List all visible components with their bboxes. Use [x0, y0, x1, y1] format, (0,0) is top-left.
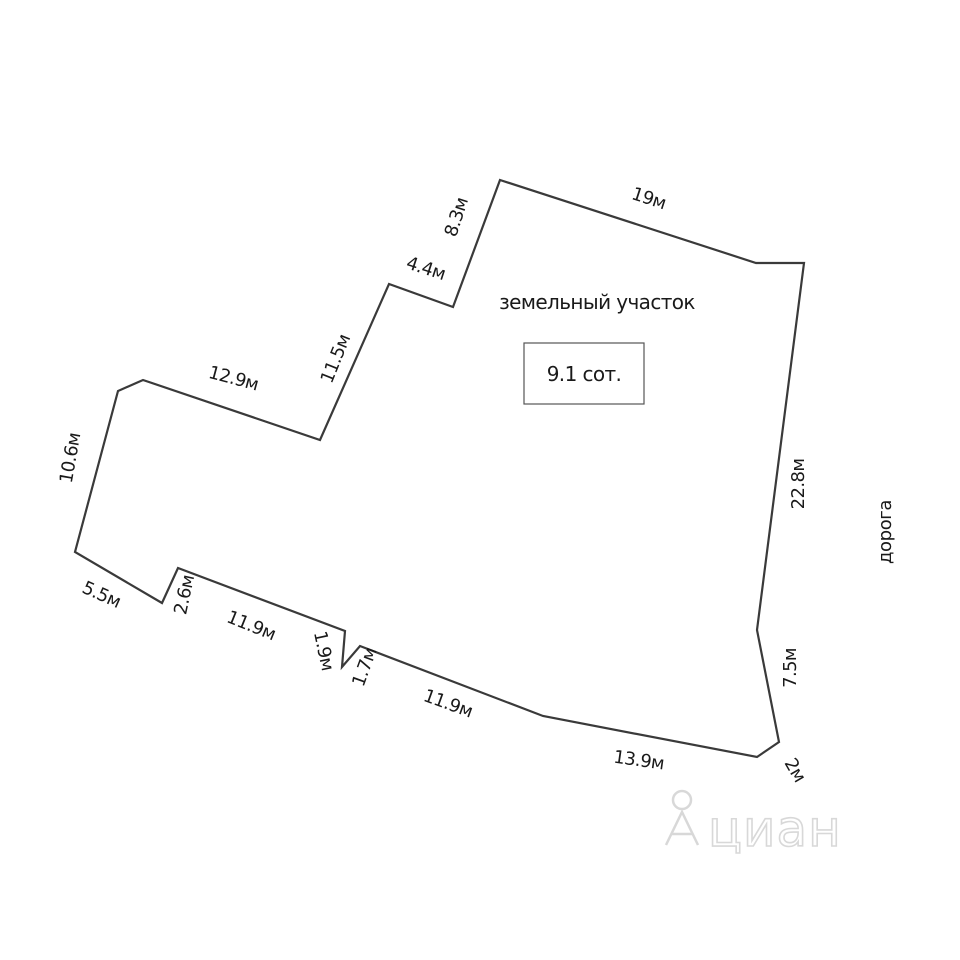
dim-upper-left: 12.9м	[206, 362, 260, 395]
dim-step-top: 4.4м	[404, 253, 448, 285]
dim-corner-bottom-right: 2м	[780, 755, 810, 786]
dim-diagonal-left: 11.5м	[317, 332, 355, 387]
watermark: циан	[664, 789, 842, 859]
plot-title: земельный участок	[499, 290, 695, 314]
dim-bottom-middle: 11.9м	[420, 685, 475, 722]
dim-small-step: 2.6м	[170, 573, 199, 616]
dim-notch-right: 1.7м	[348, 645, 381, 690]
road-label: дорога	[875, 500, 896, 564]
plot-boundary	[73, 178, 806, 759]
area-value: 9.1 сот.	[547, 362, 622, 386]
dim-step-upper: 8.3м	[441, 195, 473, 239]
dim-notch-left: 1.9м	[309, 629, 338, 672]
dim-right-upper: 22.8м	[788, 459, 809, 510]
dim-bottom-left: 11.9м	[224, 607, 279, 645]
area-box	[523, 342, 645, 405]
dim-top: 19м	[629, 183, 668, 214]
dim-right-lower: 7.5м	[780, 648, 801, 688]
cian-logo-icon	[664, 789, 700, 846]
dim-bottom-right: 13.9м	[612, 747, 665, 775]
watermark-text: циан	[708, 800, 842, 858]
dim-lower-left: 5.5м	[79, 577, 124, 612]
dim-left: 10.6м	[56, 431, 85, 485]
